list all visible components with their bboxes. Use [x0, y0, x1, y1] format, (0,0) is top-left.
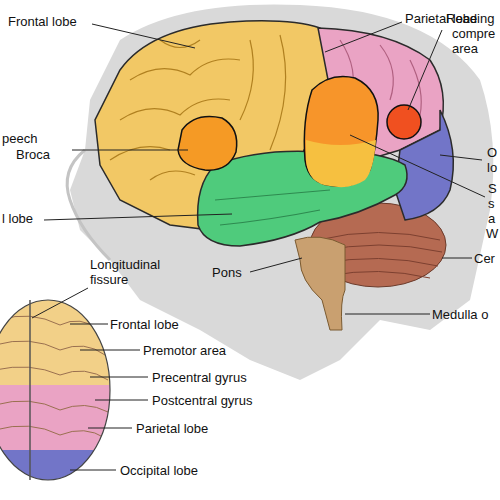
part-label: S — [488, 181, 497, 196]
part-label: Premotor area — [143, 343, 226, 358]
broca-area — [178, 117, 237, 171]
part-label: Reading — [446, 11, 494, 26]
part-label: a — [488, 211, 495, 226]
temporal-lobe — [198, 151, 407, 246]
part-label: s — [488, 196, 495, 211]
part-label: Medulla o — [432, 307, 488, 322]
wernicke-lower — [306, 140, 376, 187]
reading-area — [387, 105, 421, 139]
part-label: peech — [2, 131, 37, 146]
head-silhouette — [70, 4, 493, 380]
part-label: compre — [452, 26, 495, 41]
part-label: Pons — [212, 265, 242, 280]
part-label: l lobe — [2, 211, 33, 226]
frontal-gyri — [110, 35, 286, 180]
part-label: Postcentral gyrus — [152, 393, 252, 408]
top-leader-lines — [32, 288, 148, 470]
part-label: fissure — [90, 272, 128, 287]
part-label: Precentral gyrus — [152, 370, 247, 385]
part-label: Broca — [16, 147, 50, 162]
part-label: W — [486, 226, 498, 241]
wernicke-area — [304, 77, 378, 187]
part-label: lo — [487, 160, 497, 175]
part-label: Longitudinal — [90, 257, 160, 272]
part-label: Frontal lobe — [8, 14, 77, 29]
fissure-line — [29, 300, 31, 480]
temporal-gyri — [215, 190, 330, 225]
part-label: area — [452, 41, 478, 56]
part-label: O — [487, 145, 497, 160]
part-label: Occipital lobe — [120, 463, 198, 478]
top-view-brain — [0, 295, 120, 490]
part-label: Frontal lobe — [110, 317, 179, 332]
top-view-outline — [0, 300, 110, 480]
part-label: Cer — [474, 251, 495, 266]
part-label: Parietal lobe — [136, 421, 208, 436]
leader-lines — [44, 22, 485, 314]
brainstem — [295, 237, 345, 330]
